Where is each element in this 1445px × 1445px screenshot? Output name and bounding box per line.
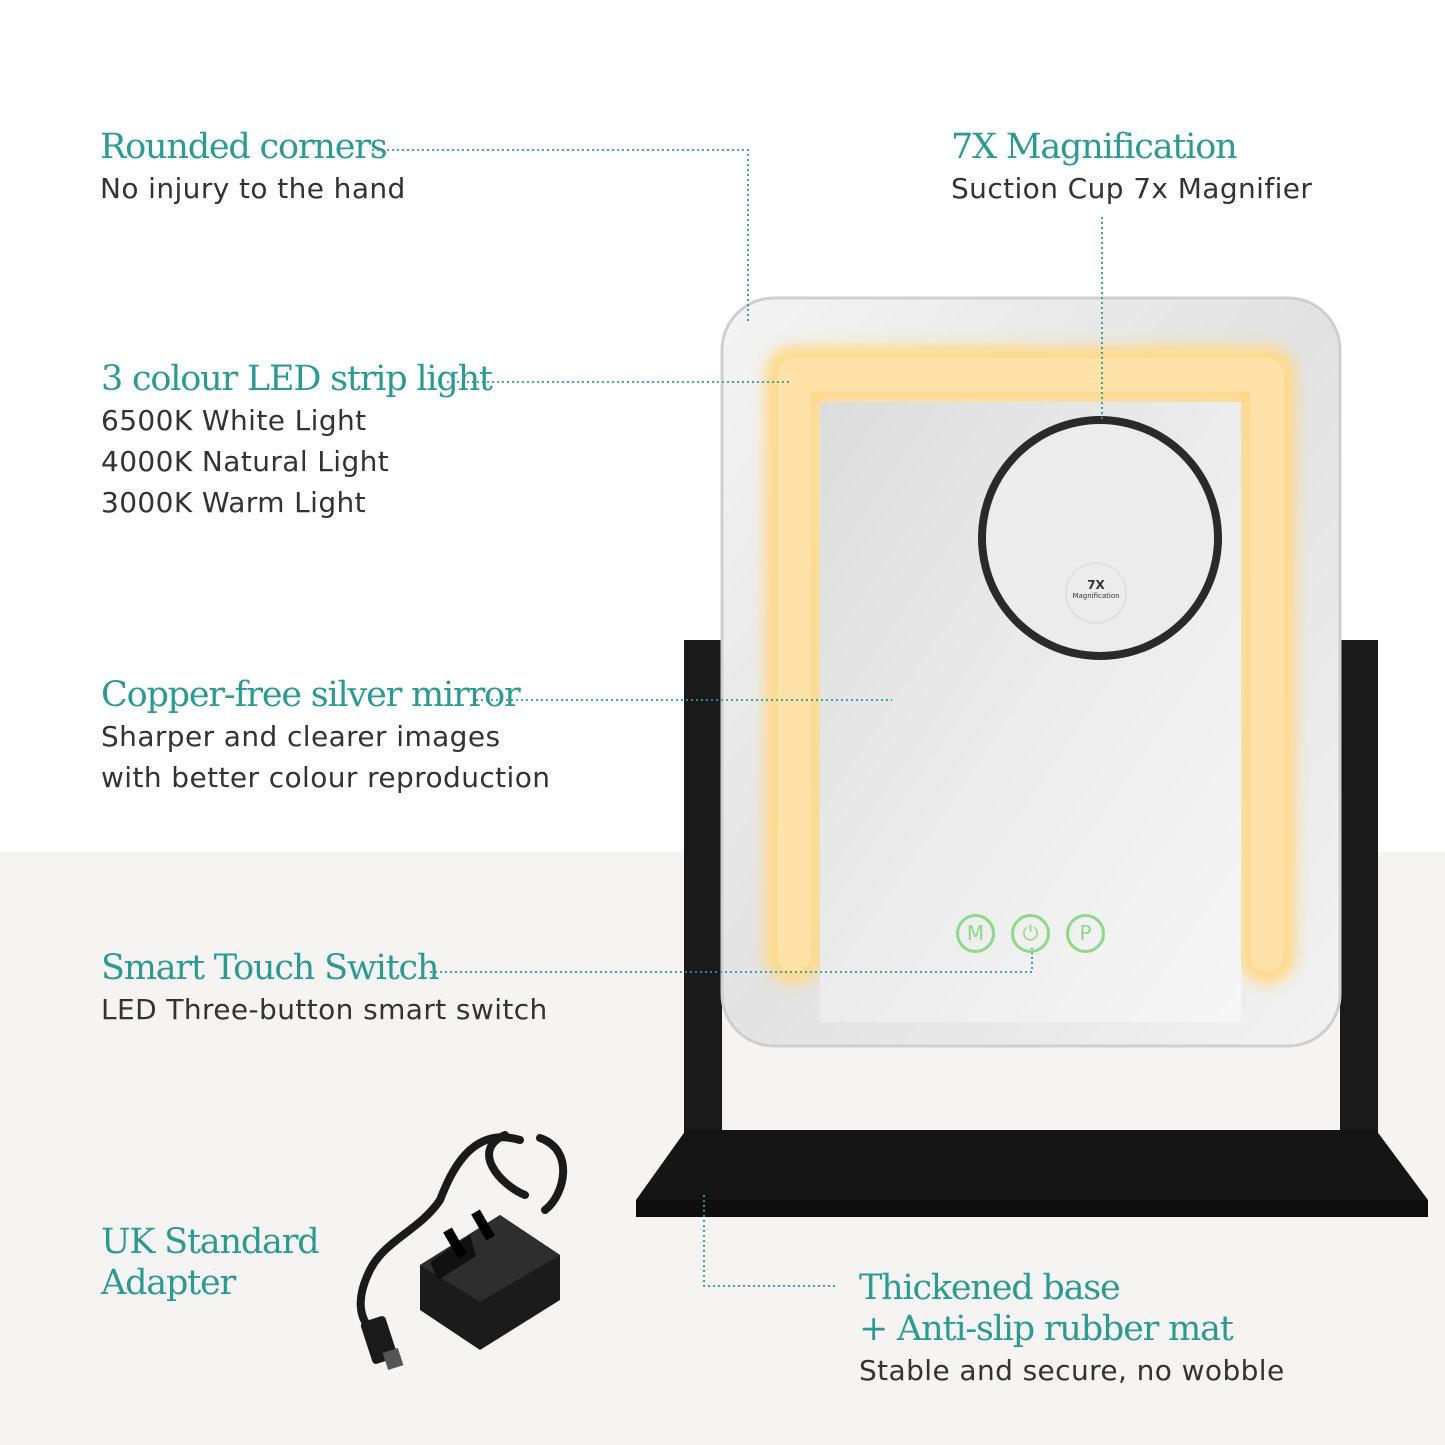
- stand-right-post: [1340, 640, 1378, 1170]
- feature-uk-adapter: UK Standard Adapter: [101, 1222, 320, 1304]
- feature-magnification: 7X Magnification Suction Cup 7x Magnifie…: [951, 127, 1312, 209]
- feature-title: Thickened base: [859, 1268, 1121, 1308]
- magnifier-label-small: Magnification: [1072, 592, 1120, 600]
- feature-line: LED Three-button smart switch: [101, 993, 548, 1026]
- feature-title: Smart Touch Switch: [101, 948, 439, 988]
- uk-power-adapter-icon: [356, 1131, 568, 1371]
- leader-corners: [372, 149, 749, 322]
- feature-line: Stable and secure, no wobble: [859, 1354, 1285, 1387]
- touch-button-mode[interactable]: M: [956, 914, 995, 953]
- feature-line: 4000K Natural Light: [101, 445, 390, 478]
- magnifier-label-big: 7X: [1087, 578, 1105, 592]
- feature-line: Suction Cup 7x Magnifier: [951, 172, 1313, 205]
- feature-title: UK Standard: [101, 1222, 320, 1262]
- feature-title: 3 colour LED strip light: [101, 359, 493, 399]
- stand-base: [636, 1130, 1428, 1200]
- stand-base-edge: [636, 1200, 1428, 1217]
- feature-line: 6500K White Light: [101, 404, 367, 437]
- feature-title: + Anti-slip rubber mat: [859, 1309, 1234, 1349]
- magnifier-glass: [986, 424, 1214, 652]
- touch-button-power[interactable]: ⏻: [1011, 914, 1050, 953]
- feature-line: Sharper and clearer images: [101, 720, 501, 753]
- led-strip: [777, 358, 1284, 972]
- magnifier-label: 7X Magnification: [1061, 578, 1131, 601]
- feature-touch-switch: Smart Touch Switch LED Three-button smar…: [101, 948, 548, 1030]
- feature-title: 7X Magnification: [951, 127, 1238, 167]
- feature-title: Adapter: [101, 1263, 236, 1303]
- leader-touch: [430, 948, 1033, 973]
- feature-title: Copper-free silver mirror: [101, 675, 521, 715]
- feature-silver-mirror: Copper-free silver mirror Sharper and cl…: [101, 675, 550, 798]
- feature-led-strip: 3 colour LED strip light 6500K White Lig…: [101, 359, 493, 523]
- leader-base: [703, 1195, 838, 1287]
- feature-line: 3000K Warm Light: [101, 486, 367, 519]
- touch-button-preset[interactable]: P: [1066, 914, 1105, 953]
- feature-line: with better colour reproduction: [101, 761, 551, 794]
- feature-title: Rounded corners: [100, 127, 388, 167]
- feature-rounded-corners: Rounded corners No injury to the hand: [100, 127, 406, 209]
- feature-line: No injury to the hand: [100, 172, 406, 205]
- feature-thickened-base: Thickened base + Anti-slip rubber mat St…: [859, 1268, 1285, 1391]
- stand-left-post: [684, 640, 722, 1170]
